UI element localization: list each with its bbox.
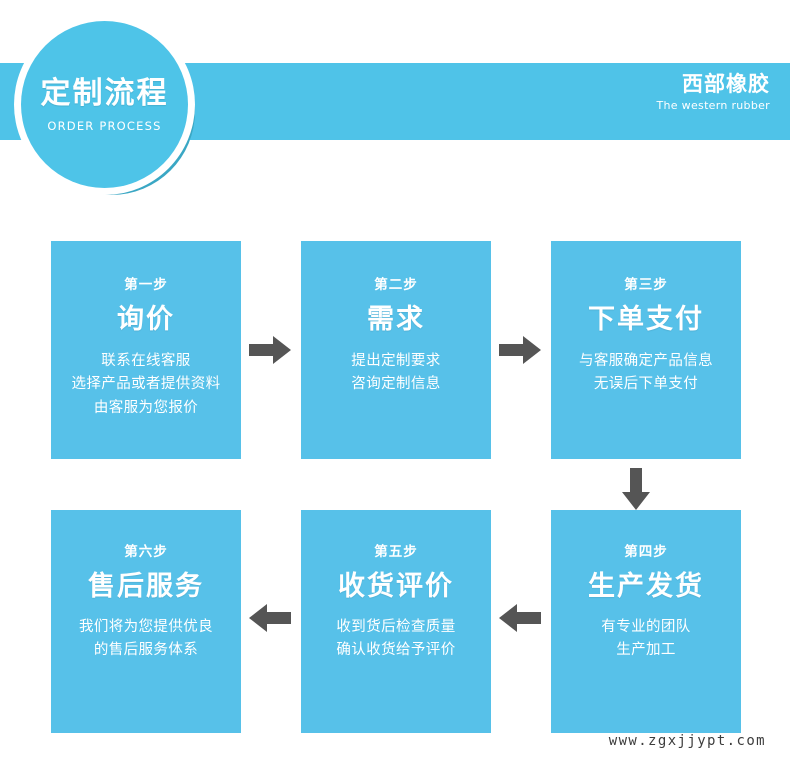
step-description-line: 确认收货给予评价	[336, 642, 456, 659]
step-order-label: 第六步	[124, 544, 168, 560]
step-order-label: 第二步	[374, 277, 418, 293]
step-card-3: 第三步 下单支付 与客服确定产品信息 无误后下单支付	[551, 241, 741, 459]
arrow-left-icon	[249, 603, 291, 633]
step-description: 有专业的团队 生产加工	[601, 616, 690, 663]
step-description-line: 的售后服务体系	[93, 642, 199, 659]
step-description-line: 提出定制要求	[351, 352, 441, 369]
step-description-line: 由客服为您报价	[93, 399, 199, 416]
step-description: 收到货后检查质量 确认收货给予评价	[336, 616, 455, 663]
watermark-url: www.zgxjjypt.com	[608, 733, 766, 749]
page-title-en: ORDER PROCESS	[47, 118, 162, 133]
step-description-line: 收到货后检查质量	[336, 618, 456, 635]
step-title: 询价	[117, 303, 175, 335]
arrow-right-icon	[249, 335, 291, 365]
step-card-2: 第二步 需求 提出定制要求 咨询定制信息	[301, 241, 491, 459]
step-description-line: 联系在线客服	[101, 352, 191, 369]
brand-name-en: The western rubber	[656, 99, 770, 113]
page-header: 定制流程 ORDER PROCESS 西部橡胶 The western rubb…	[0, 0, 790, 200]
step-description: 联系在线客服 选择产品或者提供资料 由客服为您报价	[72, 350, 221, 421]
step-card-5: 第五步 收货评价 收到货后检查质量 确认收货给予评价	[301, 510, 491, 733]
step-title: 售后服务	[88, 570, 204, 602]
step-description-line: 我们将为您提供优良	[78, 618, 214, 635]
arrow-right-icon	[499, 335, 541, 365]
step-order-label: 第三步	[624, 277, 668, 293]
header-circle-badge: 定制流程 ORDER PROCESS	[21, 21, 188, 188]
step-order-label: 第五步	[374, 544, 418, 560]
step-description: 提出定制要求 咨询定制信息	[351, 350, 440, 397]
step-title: 生产发货	[588, 570, 704, 602]
step-card-4: 第四步 生产发货 有专业的团队 生产加工	[551, 510, 741, 733]
step-title: 收货评价	[338, 570, 454, 602]
page-title-cn: 定制流程	[40, 75, 169, 111]
header-circle-content: 定制流程 ORDER PROCESS	[21, 21, 188, 188]
step-title: 需求	[367, 303, 425, 335]
step-card-6: 第六步 售后服务 我们将为您提供优良 的售后服务体系	[51, 510, 241, 733]
brand-name-cn: 西部橡胶	[682, 72, 770, 96]
brand-logo: 西部橡胶 The western rubber	[657, 72, 770, 112]
step-description-line: 选择产品或者提供资料	[71, 376, 221, 393]
step-description-line: 生产加工	[616, 642, 676, 659]
step-order-label: 第四步	[624, 544, 668, 560]
step-description-line: 与客服确定产品信息	[578, 352, 714, 369]
step-order-label: 第一步	[124, 277, 168, 293]
step-description-line: 无误后下单支付	[593, 376, 699, 393]
arrow-left-icon	[499, 603, 541, 633]
arrow-down-icon	[621, 468, 651, 510]
step-description: 与客服确定产品信息 无误后下单支付	[579, 350, 713, 397]
step-description: 我们将为您提供优良 的售后服务体系	[79, 616, 213, 663]
step-card-1: 第一步 询价 联系在线客服 选择产品或者提供资料 由客服为您报价	[51, 241, 241, 459]
step-description-line: 有专业的团队	[601, 618, 691, 635]
step-title: 下单支付	[588, 303, 704, 335]
step-description-line: 咨询定制信息	[351, 376, 441, 393]
